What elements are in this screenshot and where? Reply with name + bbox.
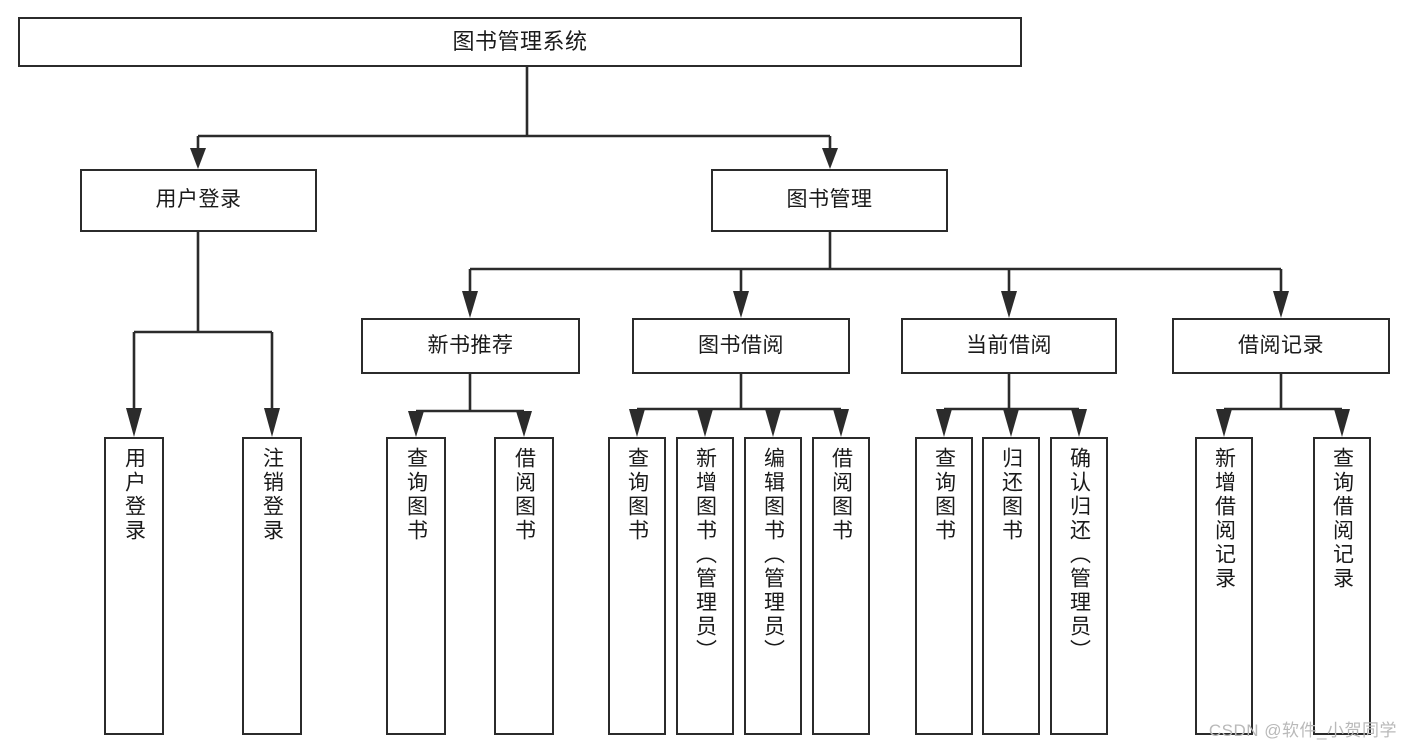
node-root[interactable]: 图书管理系统	[18, 17, 1022, 67]
leaf-user-login[interactable]: 用户登录	[104, 437, 164, 735]
leaf-return-book-label: 归还图书	[999, 447, 1023, 543]
node-borrow-record-label: 借阅记录	[1238, 333, 1324, 357]
leaf-borrow-book-1-label: 借阅图书	[512, 447, 536, 543]
leaf-borrow-book-2-label: 借阅图书	[829, 447, 853, 543]
node-user-login-label: 用户登录	[155, 188, 242, 212]
arrowhead-leaf-query-book-2	[629, 409, 645, 437]
leaf-confirm-return[interactable]: 确认归还（管理员）	[1050, 437, 1108, 735]
node-borrow-record[interactable]: 借阅记录	[1172, 318, 1390, 374]
csdn-watermark: CSDN @软件_小贺同学	[1208, 721, 1397, 740]
leaf-query-book-3[interactable]: 查询图书	[915, 437, 973, 735]
arrowhead-leaf-query-book-1	[408, 411, 424, 437]
leaf-user-logout[interactable]: 注销登录	[242, 437, 302, 735]
leaf-query-book-2[interactable]: 查询图书	[608, 437, 666, 735]
node-current-borrow-label: 当前借阅	[966, 333, 1052, 357]
leaf-query-book-3-label: 查询图书	[932, 447, 956, 543]
leaf-add-book-label: 新增图书（管理员）	[693, 447, 717, 663]
arrowhead-leaf-query-record	[1334, 409, 1350, 437]
node-user-login[interactable]: 用户登录	[80, 169, 317, 232]
leaf-add-book[interactable]: 新增图书（管理员）	[676, 437, 734, 735]
arrowhead-leaf-add-book	[697, 409, 713, 437]
leaf-borrow-book-2[interactable]: 借阅图书	[812, 437, 870, 735]
arrowhead-leaf-confirm-return	[1071, 409, 1087, 437]
leaf-user-login-label: 用户登录	[122, 447, 146, 543]
node-book-manage[interactable]: 图书管理	[711, 169, 948, 232]
node-book-borrow[interactable]: 图书借阅	[632, 318, 850, 374]
arrowhead-leaf-return-book	[1003, 409, 1019, 437]
leaf-query-record[interactable]: 查询借阅记录	[1313, 437, 1371, 735]
leaf-user-logout-label: 注销登录	[260, 447, 284, 543]
arrowhead-book-borrow	[733, 291, 749, 318]
leaf-edit-book[interactable]: 编辑图书（管理员）	[744, 437, 802, 735]
leaf-add-record[interactable]: 新增借阅记录	[1195, 437, 1253, 735]
arrowhead-leaf-user-logout	[264, 408, 280, 437]
node-root-label: 图书管理系统	[452, 29, 588, 55]
arrowhead-leaf-query-book-3	[936, 409, 952, 437]
leaf-edit-book-label: 编辑图书（管理员）	[761, 447, 785, 663]
arrowhead-leaf-borrow-book-2	[833, 409, 849, 437]
leaf-query-book-1-label: 查询图书	[404, 447, 428, 543]
arrowhead-borrow-record	[1273, 291, 1289, 318]
leaf-return-book[interactable]: 归还图书	[982, 437, 1040, 735]
leaf-query-book-1[interactable]: 查询图书	[386, 437, 446, 735]
arrowhead-user-login	[190, 148, 206, 169]
arrowhead-leaf-add-record	[1216, 409, 1232, 437]
node-book-manage-label: 图书管理	[786, 188, 873, 212]
leaf-borrow-book-1[interactable]: 借阅图书	[494, 437, 554, 735]
arrowhead-leaf-borrow-book-1	[516, 411, 532, 437]
node-new-book-rec-label: 新书推荐	[427, 333, 514, 357]
leaf-query-book-2-label: 查询图书	[625, 447, 649, 543]
leaf-query-record-label: 查询借阅记录	[1330, 447, 1354, 591]
node-book-borrow-label: 图书借阅	[698, 333, 784, 357]
leaf-add-record-label: 新增借阅记录	[1212, 447, 1236, 591]
arrowhead-leaf-edit-book	[765, 409, 781, 437]
arrowhead-leaf-user-login	[126, 408, 142, 437]
leaf-confirm-return-label: 确认归还（管理员）	[1067, 447, 1091, 663]
arrowhead-current-borrow	[1001, 291, 1017, 318]
node-new-book-rec[interactable]: 新书推荐	[361, 318, 580, 374]
arrowhead-book-manage	[822, 148, 838, 169]
node-current-borrow[interactable]: 当前借阅	[901, 318, 1117, 374]
arrowhead-new-book-rec	[462, 291, 478, 318]
